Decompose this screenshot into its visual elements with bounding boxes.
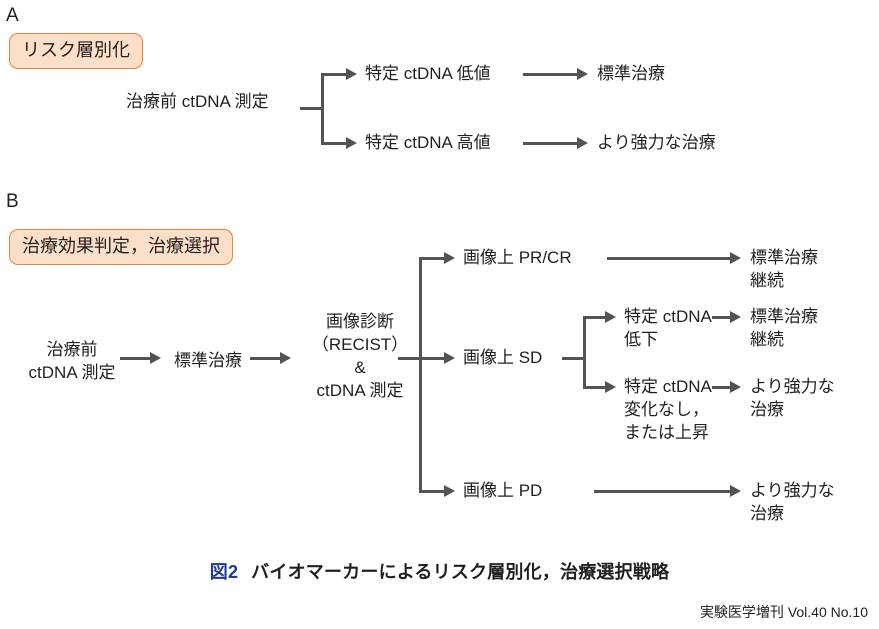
panel-b-branch-3-outcome-line-2: 治療	[750, 504, 784, 523]
panel-b-branch-1-outcome-line-2: 継続	[750, 271, 784, 290]
panel-b-branch-1-outcome-arrowhead	[730, 252, 741, 264]
panel-b-chain-line-1	[120, 357, 152, 360]
panel-b-chain-node-3-line-3: &	[354, 358, 366, 377]
panel-b-subbranch-2-outcome: より強力な 治療	[750, 375, 835, 421]
panel-b-branch-3-outcome: より強力な 治療	[750, 479, 835, 525]
panel-a-branch-2-outcome-arrowhead	[577, 137, 588, 149]
panel-b-subbranch-1-condition: 特定 ctDNA 低下	[624, 305, 712, 351]
panel-b-subbranch-2-condition-line-1: 特定 ctDNA	[624, 377, 712, 396]
panel-b-subbranch-2-condition: 特定 ctDNA 変化なし， または上昇	[624, 375, 712, 444]
panel-b-chain-node-1-line-1: 治療前	[46, 340, 98, 359]
panel-b-branch-2-condition: 画像上 SD	[463, 346, 542, 369]
panel-b-letter: B	[6, 191, 20, 212]
panel-b-trunk-vline	[419, 257, 422, 492]
panel-b-subbranch-1-arrowhead	[605, 311, 616, 323]
panel-b-subbranch-1-condition-line-2: 低下	[624, 330, 658, 349]
panel-b-tag: 治療効果判定，治療選択	[9, 229, 233, 265]
panel-a-branch-2-arrowhead	[346, 137, 357, 149]
panel-a-branch-1-outcome-arrowhead	[577, 68, 588, 80]
panel-b-subbranch-2-line	[583, 386, 607, 389]
figure-caption: 図2 バイオマーカーによるリスク層別化，治療選択戦略	[0, 558, 879, 584]
panel-b-subbranch-2-outcome-line	[712, 386, 732, 389]
panel-b-branch-3-outcome-arrowhead	[730, 485, 741, 497]
panel-b-chain-node-1-line-2: ctDNA 測定	[28, 363, 116, 382]
panel-b-branch-1-line	[419, 257, 445, 260]
panel-b-branch-3-line	[419, 490, 445, 493]
panel-b-branch-3-arrowhead	[444, 485, 455, 497]
panel-b-subbranch-2-outcome-line-2: 治療	[750, 400, 784, 419]
panel-b-subbranch-1-outcome: 標準治療 継続	[750, 305, 818, 351]
panel-a-branch-2-outcome: より強力な治療	[597, 133, 716, 152]
panel-b-chain-node-3: 画像診断 （RECIST） & ctDNA 測定	[296, 310, 424, 402]
panel-b-branch-3-outcome-line-1: より強力な	[750, 481, 835, 500]
panel-b-branch-1-outcome-line	[607, 257, 732, 260]
panel-b-branch-3-condition-line-1: 画像上 PD	[463, 481, 543, 500]
panel-b-subbranch-1-line	[583, 316, 607, 319]
figure-caption-text: バイオマーカーによるリスク層別化，治療選択戦略	[251, 562, 670, 582]
panel-a-branch-1-line	[321, 73, 347, 76]
panel-b-branch-1-condition-line-1: 画像上 PR/CR	[463, 248, 572, 267]
panel-b-branch-1-arrowhead	[444, 252, 455, 264]
panel-b-chain-node-3-line-1: 画像診断	[326, 312, 394, 331]
panel-b-subbranch-2-outcome-arrowhead	[730, 381, 741, 393]
panel-b-trunk-stem-line	[398, 357, 422, 360]
panel-a-branch-1-condition: 特定 ctDNA 低値	[365, 64, 491, 83]
panel-b-subbranch-1-condition-line-1: 特定 ctDNA	[624, 307, 712, 326]
panel-a-branch-1-outcome-line	[523, 73, 579, 76]
panel-b-chain-node-3-line-4: ctDNA 測定	[316, 381, 404, 400]
panel-b-chain-arrowhead-1	[150, 352, 161, 364]
panel-a-branch-2-line	[321, 142, 347, 145]
panel-b-branch-1-outcome: 標準治療 継続	[750, 246, 818, 292]
figure-footer: 実験医学増刊 Vol.40 No.10	[699, 604, 868, 620]
panel-b-branch-3-condition: 画像上 PD	[463, 479, 542, 502]
panel-b-subbranch-2-arrowhead	[605, 381, 616, 393]
panel-b-subbranch-1-outcome-line	[712, 316, 732, 319]
panel-a-start-node: 治療前 ctDNA 測定	[126, 92, 269, 111]
panel-a-branch-2-condition: 特定 ctDNA 高値	[365, 133, 491, 152]
panel-b-subbranch-1-outcome-arrowhead	[730, 311, 741, 323]
panel-a-branch-1-arrowhead	[346, 68, 357, 80]
panel-b-sd-stem-line	[562, 357, 586, 360]
panel-b-chain-node-2-line-1: 標準治療	[174, 351, 242, 370]
panel-a-bracket-vline	[321, 73, 324, 145]
panel-a-letter: A	[6, 5, 20, 26]
panel-b-branch-1-outcome-line-1: 標準治療	[750, 248, 818, 267]
panel-b-branch-2-condition-line-1: 画像上 SD	[463, 348, 543, 367]
panel-b-subbranch-1-outcome-line-1: 標準治療	[750, 307, 818, 326]
figure-caption-number: 図2	[209, 562, 239, 582]
panel-b-subbranch-2-condition-line-2: 変化なし，	[624, 400, 709, 419]
panel-b-chain-node-1: 治療前 ctDNA 測定	[8, 338, 136, 384]
panel-b-branch-3-outcome-line	[594, 490, 732, 493]
panel-a-tag: リスク層別化	[9, 33, 143, 69]
panel-b-branch-1-condition: 画像上 PR/CR	[463, 246, 572, 269]
panel-b-chain-line-2	[250, 357, 282, 360]
panel-b-subbranch-2-outcome-line-1: より強力な	[750, 377, 835, 396]
panel-a-branch-1-outcome: 標準治療	[597, 64, 665, 83]
panel-b-chain-node-2: 標準治療	[168, 349, 248, 372]
panel-b-subbranch-1-outcome-line-2: 継続	[750, 330, 784, 349]
panel-b-subbranch-2-condition-line-3: または上昇	[624, 423, 709, 442]
panel-b-chain-node-3-line-2: （RECIST）	[311, 335, 409, 354]
panel-a-stem-line	[300, 107, 324, 110]
panel-b-sd-bracket-vline	[583, 316, 586, 389]
panel-a-branch-2-outcome-line	[523, 142, 579, 145]
panel-b-branch-2-line	[419, 357, 445, 360]
panel-b-chain-arrowhead-2	[280, 352, 291, 364]
panel-b-branch-2-arrowhead	[444, 352, 455, 364]
